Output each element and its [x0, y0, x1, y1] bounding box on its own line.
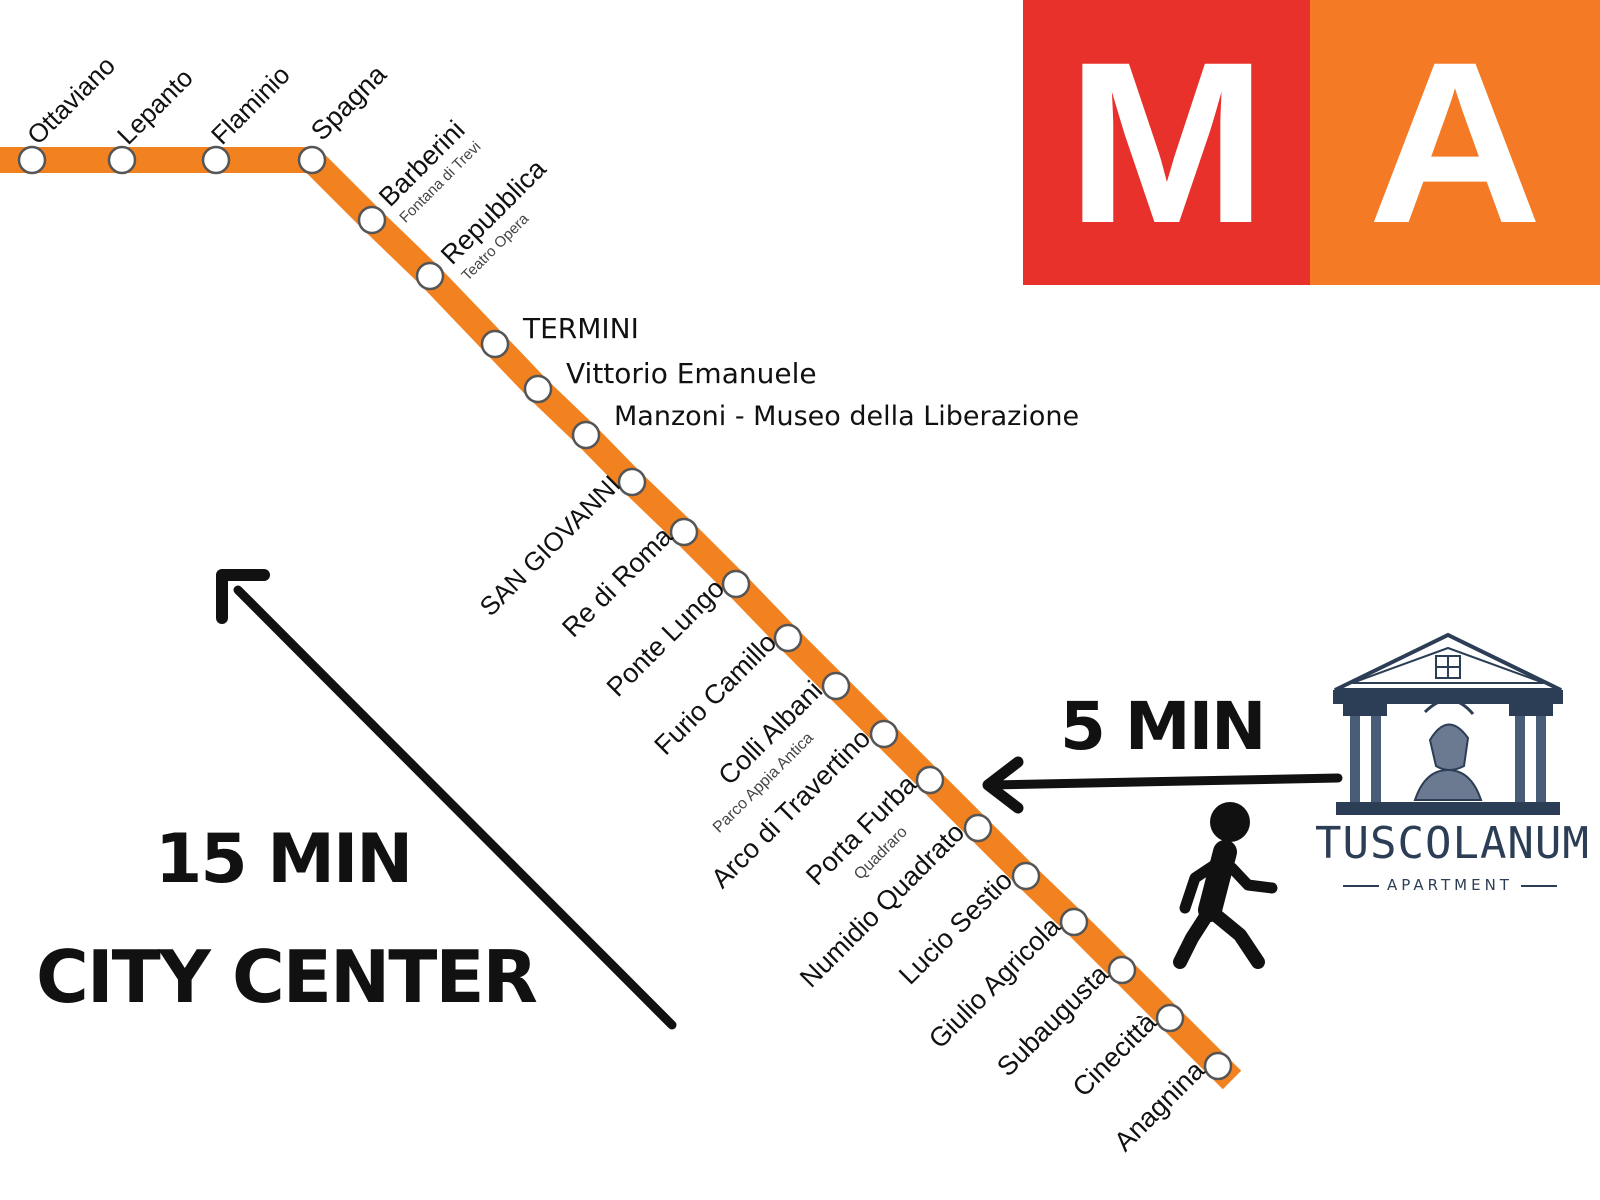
station-dot	[357, 205, 387, 235]
station-name: Manzoni - Museo della Liberazione	[614, 401, 1079, 432]
station-dot	[415, 261, 445, 291]
station-name: Spagna	[305, 59, 393, 147]
station-dot	[721, 569, 751, 599]
station-dot	[1203, 1051, 1233, 1081]
station-label: Anagnina	[1108, 1054, 1211, 1157]
station-label: Cinecittà	[1067, 1006, 1163, 1102]
station-dot	[17, 145, 47, 175]
station-dot	[297, 145, 327, 175]
brand-subtitle-text: APARTMENT	[1387, 876, 1513, 894]
station-dot	[915, 765, 945, 795]
station-dot	[523, 374, 553, 404]
station-label: Flaminio	[205, 60, 296, 151]
station-name: TERMINI	[522, 312, 639, 345]
station-dot	[669, 517, 699, 547]
station-label: Ottaviano	[21, 50, 121, 150]
station-dot	[963, 813, 993, 843]
walk-arrow	[982, 756, 1343, 814]
station-dot	[617, 467, 647, 497]
station-dot	[571, 420, 601, 450]
station-markers	[17, 145, 1233, 1081]
temple-building-icon	[1333, 632, 1563, 815]
station-dot	[869, 719, 899, 749]
station-name: Flaminio	[205, 60, 296, 151]
city-center-time: 15 MIN	[155, 820, 413, 899]
station-label: Vittorio Emanuele	[566, 357, 817, 390]
walk-time: 5 MIN	[1060, 688, 1266, 765]
station-name: Anagnina	[1108, 1054, 1211, 1157]
city-center-label: CITY CENTER	[36, 935, 538, 1019]
metro-logo-a-tile: A	[1310, 0, 1600, 285]
logo-letter-a: A	[1367, 13, 1543, 271]
station-name: Ottaviano	[21, 50, 121, 150]
station-label: TERMINI	[522, 312, 639, 345]
city-center-arrow	[216, 569, 677, 1030]
station-label: Lepanto	[111, 63, 199, 151]
station-dot	[773, 623, 803, 653]
station-name: Lepanto	[111, 63, 199, 151]
brand-name: TUSCOLANUM	[1315, 818, 1590, 869]
station-dot	[821, 671, 851, 701]
station-dot	[1059, 907, 1089, 937]
brand-subtitle: APARTMENT	[1315, 876, 1585, 894]
logo-letter-m: M	[1065, 13, 1268, 271]
station-name: Cinecittà	[1067, 1006, 1163, 1102]
station-dot	[480, 329, 510, 359]
walking-person-icon	[1173, 802, 1278, 969]
metro-logo-m-tile: M	[1023, 0, 1310, 285]
station-dot	[1011, 861, 1041, 891]
station-label: Spagna	[305, 59, 393, 147]
station-name: Vittorio Emanuele	[566, 357, 817, 390]
station-label: Manzoni - Museo della Liberazione	[614, 401, 1079, 432]
station-dot	[1107, 955, 1137, 985]
station-dot	[107, 145, 137, 175]
station-dot	[201, 145, 231, 175]
station-dot	[1155, 1003, 1185, 1033]
